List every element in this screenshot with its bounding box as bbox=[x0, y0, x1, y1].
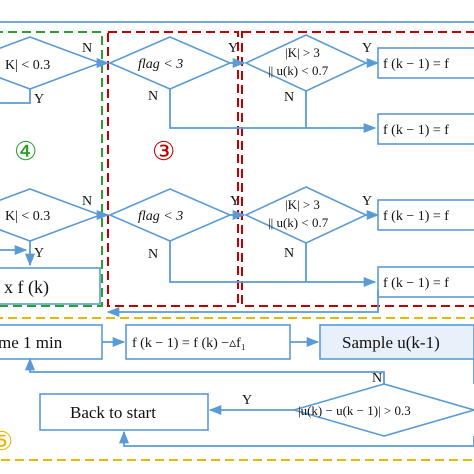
decision-cond-bottom-line1: |K| > 3 bbox=[285, 197, 320, 212]
decision-diff bbox=[291, 383, 474, 437]
label-k-bottom-n: N bbox=[82, 194, 92, 209]
region-4-label: ④ bbox=[14, 137, 37, 166]
action-top-2 bbox=[377, 113, 474, 145]
label-k-bottom-y: Y bbox=[34, 246, 44, 261]
label-cond-bottom-n: N bbox=[284, 246, 294, 261]
action-bottom-2 bbox=[377, 266, 474, 298]
action-multiply-text: x f (k) bbox=[4, 277, 49, 298]
label-cond-top-y: Y bbox=[362, 41, 372, 56]
action-top-1 bbox=[377, 47, 474, 79]
region-3b-frame bbox=[241, 31, 474, 307]
action-sample bbox=[319, 324, 474, 360]
action-top-1-text: f (k − 1) = f bbox=[383, 57, 449, 72]
edge-region-down bbox=[106, 290, 379, 318]
label-flag-top-n: N bbox=[148, 89, 158, 104]
label-flag-bottom-n: N bbox=[148, 247, 158, 262]
action-bottom-2-text: f (k − 1) = f bbox=[383, 276, 449, 291]
action-update-f-text: f (k − 1) = f (k) −▵f₁ bbox=[132, 336, 246, 351]
decision-flag-bottom-text: flag < 3 bbox=[138, 209, 183, 224]
decision-k-bottom-text: K| < 0.3 bbox=[5, 209, 50, 224]
decision-k-top-text: K| < 0.3 bbox=[5, 58, 50, 73]
decision-cond-top-line1: |K| > 3 bbox=[285, 45, 320, 60]
label-k-top-n: N bbox=[82, 41, 92, 56]
label-diff-n: N bbox=[372, 371, 382, 386]
action-sample-text: Sample u(k-1) bbox=[342, 333, 440, 352]
region-3-frame bbox=[107, 31, 239, 307]
edge-k-top-yes bbox=[0, 89, 31, 104]
edge-diff-no bbox=[24, 357, 385, 384]
action-back-to-start-text: Back to start bbox=[70, 403, 156, 422]
action-top-2-text: f (k − 1) = f bbox=[383, 123, 449, 138]
action-back-to-start bbox=[39, 393, 209, 431]
edge-flag-top-no bbox=[169, 89, 377, 134]
edge-diff-loop bbox=[118, 430, 474, 447]
label-cond-bottom-y: Y bbox=[362, 194, 372, 209]
label-diff-y: Y bbox=[242, 393, 252, 408]
region-4-frame bbox=[0, 31, 103, 307]
decision-flag-top-text: flag < 3 bbox=[138, 57, 183, 72]
action-bottom-1 bbox=[377, 199, 474, 231]
decision-diff-text: |u(k) − u(k − 1)| > 0.3 bbox=[298, 403, 411, 418]
label-flag-top-y: Y bbox=[228, 41, 238, 56]
edge-flag-bottom-no bbox=[169, 241, 377, 288]
action-bottom-1-text: f (k − 1) = f bbox=[383, 209, 449, 224]
label-cond-top-n: N bbox=[284, 90, 294, 105]
label-flag-bottom-y: Y bbox=[230, 194, 240, 209]
region-3-label: ③ bbox=[152, 137, 175, 166]
action-multiply bbox=[0, 267, 101, 305]
action-wait-text: me 1 min bbox=[0, 333, 63, 352]
region-5-frame bbox=[0, 317, 474, 461]
label-k-top-y: Y bbox=[34, 92, 44, 107]
decision-cond-bottom-line2: || u(k) < 0.7 bbox=[268, 215, 329, 230]
decision-cond-top-line2: || u(k) < 0.7 bbox=[268, 63, 329, 78]
region-5-label: ⑤ bbox=[0, 427, 13, 456]
